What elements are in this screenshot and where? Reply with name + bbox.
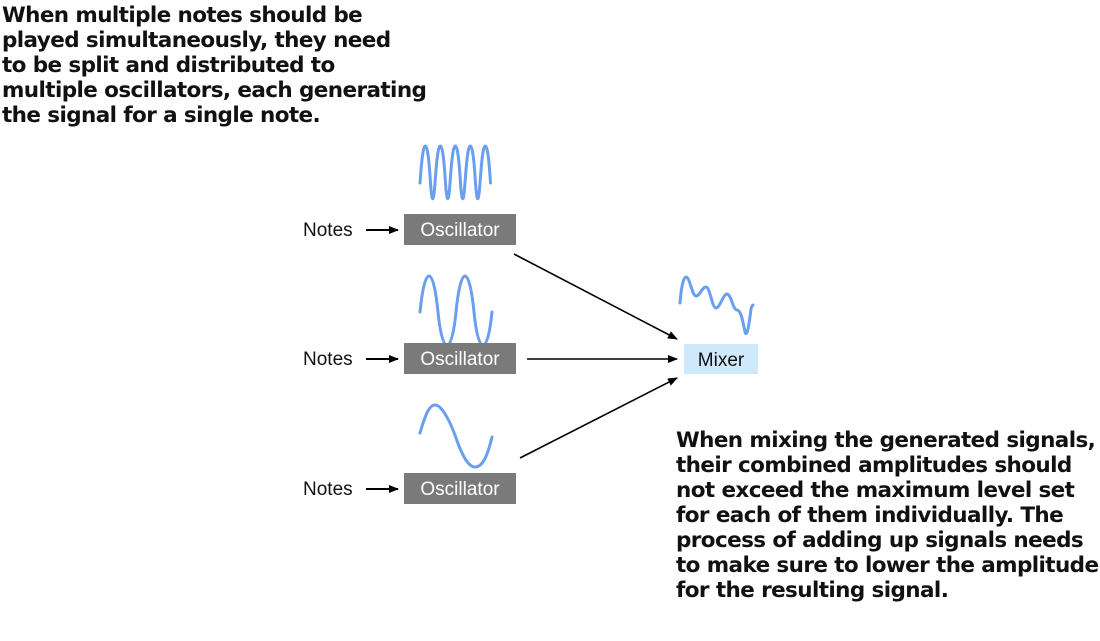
annotation-line: process of adding up signals needs [676,528,1084,553]
annotation-line: their combined amplitudes should [676,453,1072,478]
oscillator-label: Oscillator [420,220,500,241]
oscillator-3-waveform [418,403,494,469]
annotation-line: for the resulting signal. [676,578,949,603]
oscillator-box [404,214,516,245]
notes-input-label: Notes [303,479,353,500]
oscillator-2-waveform [418,274,494,347]
oscillator-box [404,343,516,374]
annotation-line: to be split and distributed to [2,53,335,78]
oscillator-box [404,473,516,504]
annotation-line: the signal for a single note. [2,103,321,128]
annotation-line: When multiple notes should be [2,3,363,28]
mixer-box [684,344,758,374]
bottom-annotation: When mixing the generated signals, their… [676,428,1099,603]
annotation-line: to make sure to lower the amplitude [676,553,1099,578]
notes-input-label: Notes [303,349,353,370]
annotation-line: multiple oscillators, each generating [2,78,427,103]
notes-input-label: Notes [303,220,353,241]
annotation-line: When mixing the generated signals, [676,428,1096,453]
annotation-line: not exceed the maximum level set [676,478,1075,503]
annotation-line: for each of them individually. The [676,503,1064,528]
mixer-label: Mixer [698,350,745,371]
annotation-line: played simultaneously, they need [2,28,391,53]
oscillator-to-mixer-arrow [513,253,678,340]
oscillator-label: Oscillator [420,479,500,500]
oscillator-label: Oscillator [420,349,500,370]
mixer-waveform [678,275,755,335]
top-annotation: When multiple notes should be played sim… [2,3,427,128]
oscillator-1-waveform [418,144,492,201]
oscillator-to-mixer-arrow [519,377,678,459]
